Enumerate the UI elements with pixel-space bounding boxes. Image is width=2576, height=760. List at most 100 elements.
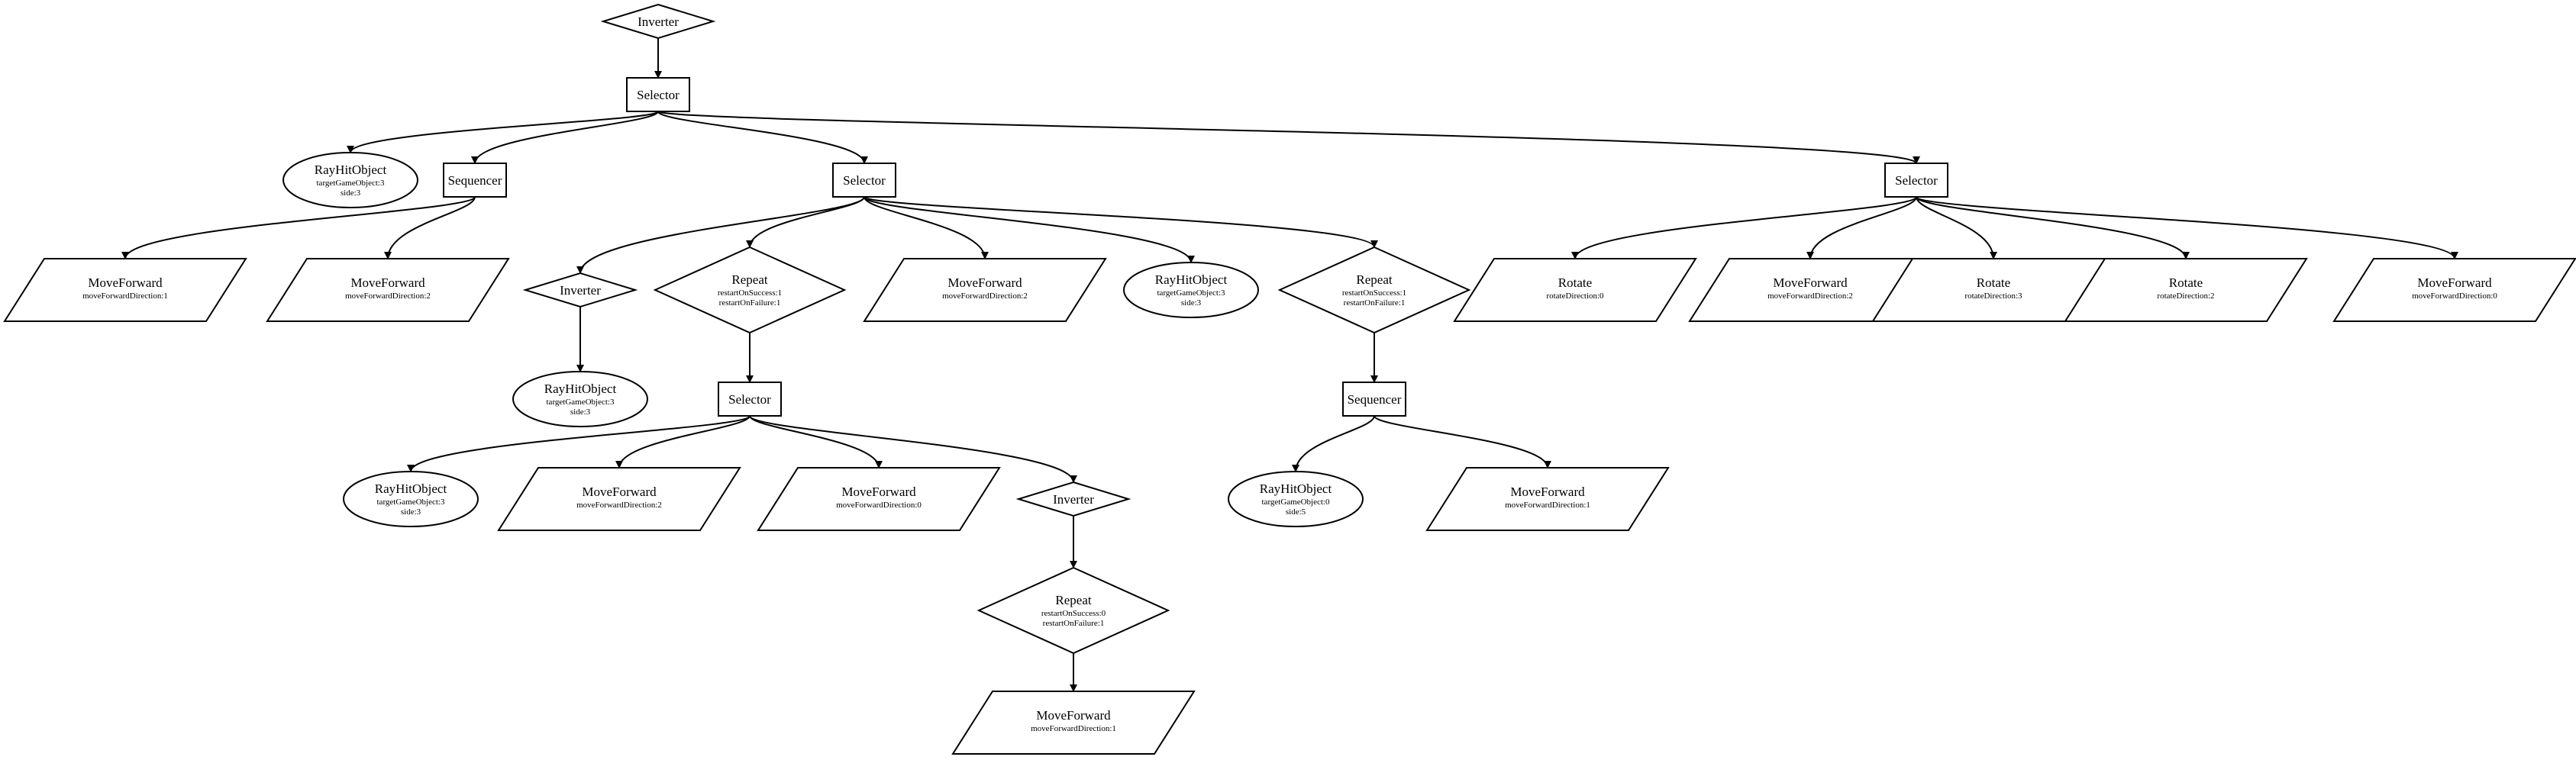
node-param: moveForwardDirection:2 (576, 501, 662, 510)
node-title: Inverter (638, 14, 679, 29)
node-title: Selector (843, 173, 886, 188)
node-inverter: Inverter (1015, 481, 1131, 517)
diamond-shape (522, 272, 638, 308)
para-shape (1425, 467, 1670, 531)
node-param: targetGameObject:0 (1262, 498, 1330, 507)
ellipse-shape (343, 471, 479, 527)
node-title: MoveForward (1036, 708, 1111, 723)
node-title: MoveForward (947, 275, 1022, 290)
node-title: MoveForward (88, 275, 163, 290)
node-sequencer: Sequencer (1342, 382, 1406, 417)
node-param: restartOnFailure:1 (719, 298, 781, 308)
node-title: Inverter (560, 283, 601, 298)
edge-sequencer-to-move-forward (121, 196, 476, 259)
edge-selector-to-move-forward (1916, 196, 2458, 259)
edge-selector-to-move-forward (864, 196, 989, 259)
node-title: Selector (1895, 173, 1938, 188)
diamond-shape (600, 3, 716, 40)
node-param: moveForwardDirection:2 (345, 291, 431, 301)
box-shape (443, 163, 507, 198)
node-param: moveForwardDirection:1 (1505, 501, 1590, 510)
edge-selector-to-move-forward (615, 415, 751, 469)
edge-selector-to-ray-hit-object (407, 415, 751, 472)
node-repeat: RepeatrestartOnSuccess:0restartOnFailure… (976, 566, 1170, 655)
para-shape (863, 258, 1107, 322)
edge-selector-to-rotate (1571, 196, 1917, 259)
box-shape (626, 77, 690, 112)
ellipse-shape (512, 371, 648, 427)
node-param: moveForwardDirection:1 (82, 291, 168, 301)
node-param: moveForwardDirection:2 (1767, 291, 1853, 301)
node-title: RayHitObject (315, 163, 387, 177)
node-param: restartOnSuccess:0 (1041, 609, 1106, 618)
box-shape (1342, 382, 1406, 417)
node-param: targetGameObject:3 (377, 498, 445, 507)
node-title: Rotate (2169, 275, 2203, 290)
box-shape (718, 382, 782, 417)
node-title: MoveForward (582, 485, 657, 499)
node-param: moveForwardDirection:1 (1031, 724, 1116, 733)
node-title: RayHitObject (1155, 272, 1228, 287)
node-title: Selector (728, 392, 771, 407)
node-title: RayHitObject (544, 382, 617, 396)
node-param: side:3 (1181, 298, 1202, 308)
node-param: restartOnFailure:1 (1043, 619, 1105, 628)
box-shape (832, 163, 896, 198)
node-param: side:3 (570, 407, 591, 417)
node-param: moveForwardDirection:0 (2412, 291, 2497, 301)
box-shape (1884, 163, 1948, 198)
edge-selector-to-move-forward (1806, 196, 1917, 259)
edge-selector-to-sequencer (471, 111, 659, 164)
edge-selector-to-repeat (746, 196, 865, 248)
node-title: Repeat (1356, 272, 1392, 287)
para-shape (3, 258, 247, 322)
node-param: rotateDirection:3 (1964, 291, 2022, 301)
node-param: side:5 (1286, 507, 1306, 517)
node-title: MoveForward (350, 275, 425, 290)
node-param: side:3 (341, 188, 361, 198)
edge-selector-to-rotate (1916, 196, 2190, 259)
diamond-shape (1015, 481, 1131, 517)
edges (121, 38, 2458, 692)
node-title: Repeat (731, 272, 767, 287)
diamond-shape (1277, 246, 1471, 334)
ellipse-shape (1123, 262, 1259, 318)
node-param: targetGameObject:3 (1157, 288, 1225, 298)
node-title: Rotate (1977, 275, 2010, 290)
node-param: rotateDirection:2 (2157, 291, 2214, 301)
diamond-shape (653, 246, 847, 334)
diamond-shape (976, 566, 1170, 655)
edge-selector-to-selector (657, 111, 868, 164)
node-sequencer: Sequencer (443, 163, 507, 198)
edge-selector-to-ray-hit-object (864, 196, 1195, 263)
node-title: Selector (637, 88, 680, 102)
node-title: MoveForward (841, 485, 916, 499)
para-shape (1453, 258, 1697, 322)
node-param: restartOnSuccess:1 (1342, 288, 1406, 298)
edge-selector-to-rotate (1916, 196, 1997, 259)
node-param: side:3 (401, 507, 421, 517)
node-param: targetGameObject:3 (547, 398, 615, 407)
node-title: Rotate (1558, 275, 1592, 290)
node-param: restartOnFailure:1 (1344, 298, 1406, 308)
para-shape (2064, 258, 2308, 322)
ellipse-shape (1228, 471, 1364, 527)
para-shape (497, 467, 741, 531)
node-inverter: Inverter (600, 3, 716, 40)
nodes: InverterSelectorRayHitObjecttargetGameOb… (3, 3, 2576, 755)
ellipse-shape (282, 152, 418, 208)
node-title: RayHitObject (375, 481, 447, 496)
node-repeat: RepeatrestartOnSuccess:1restartOnFailure… (653, 246, 847, 334)
edge-selector-to-move-forward (749, 415, 883, 469)
edge-sequencer-to-ray-hit-object (1292, 415, 1375, 472)
